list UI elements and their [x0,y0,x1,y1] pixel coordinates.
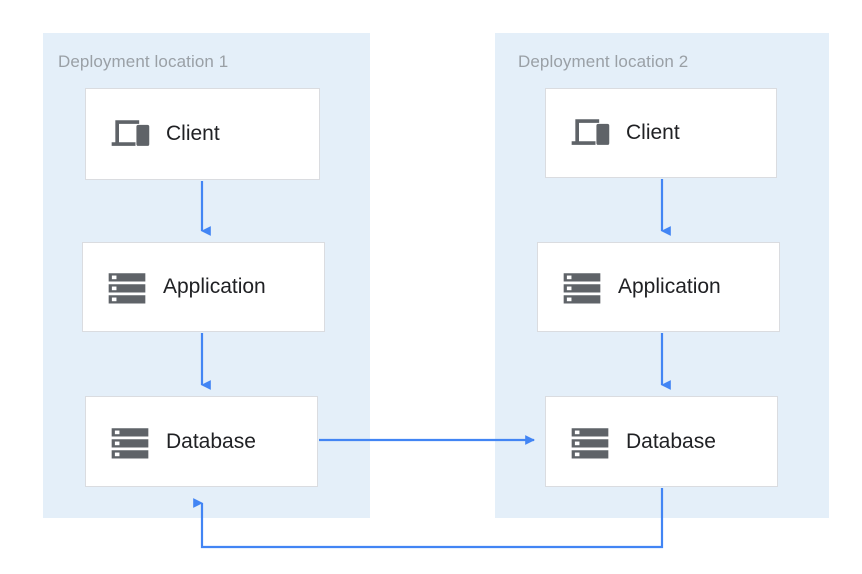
server-stack-icon [108,420,152,464]
client-devices-icon [568,111,612,155]
node-application-1[interactable]: Application [82,242,325,332]
server-stack-icon [105,265,149,309]
node-database-2[interactable]: Database [545,396,778,487]
node-label-application-1: Application [163,275,266,298]
node-client-1[interactable]: Client [85,88,320,180]
region-label-deployment-location-1: Deployment location 1 [58,52,229,71]
server-stack-icon [568,420,612,464]
node-label-database-1: Database [166,429,256,453]
region-label-deployment-location-2: Deployment location 2 [518,52,689,71]
node-database-1[interactable]: Database [85,396,318,487]
node-label-client-1: Client [166,122,220,145]
node-label-application-2: Application [618,275,721,298]
node-application-2[interactable]: Application [537,242,780,332]
server-stack-icon [560,265,604,309]
node-label-client-2: Client [626,121,680,144]
node-label-database-2: Database [626,429,716,453]
node-client-2[interactable]: Client [545,88,777,178]
client-devices-icon [108,112,152,156]
